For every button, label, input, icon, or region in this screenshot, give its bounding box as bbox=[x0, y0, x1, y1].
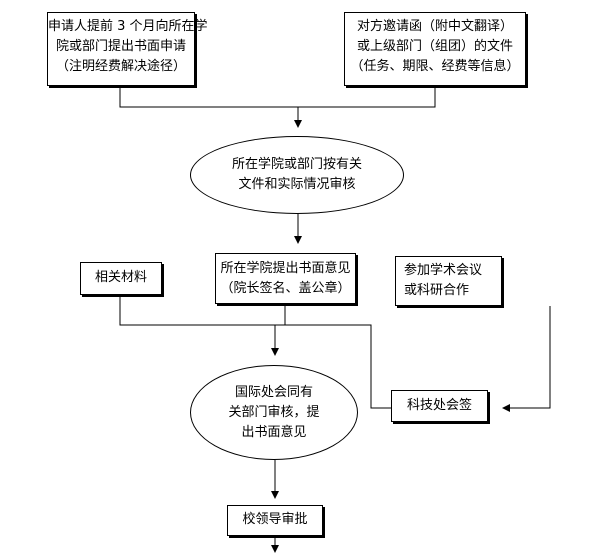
apply-box: 申请人提前 3 个月向所在学 院或部门提出书面申请 （注明经费解决途径） bbox=[47, 12, 208, 86]
review-oval: 所在学院或部门按有关 文件和实际情况审核 bbox=[190, 136, 404, 214]
invitation-line-3: （任务、期限、经费等信息） bbox=[350, 59, 520, 74]
connector-invitation bbox=[298, 86, 436, 108]
academic-line-1: 参加学术会议 bbox=[404, 263, 483, 278]
opinion-box: 所在学院提出书面意见 （院长签名、盖公章） bbox=[215, 253, 356, 304]
materials-line-1: 相关材料 bbox=[94, 270, 147, 285]
apply-line-1: 申请人提前 3 个月向所在学 bbox=[48, 19, 208, 34]
materials-box: 相关材料 bbox=[80, 262, 162, 295]
connector-apply bbox=[119, 86, 298, 108]
academic-box: 参加学术会议 或科研合作 bbox=[395, 256, 502, 306]
leader-box: 校领导审批 bbox=[227, 505, 323, 536]
intl-line-1: 国际处会同有 bbox=[234, 384, 313, 400]
intl-line-2: 关部门审核，提 bbox=[228, 404, 320, 420]
invitation-box: 对方邀请函（附中文翻译） 或上级部门（组团）的文件 （任务、期限、经费等信息） bbox=[344, 12, 526, 86]
opinion-line-2: （院长签名、盖公章） bbox=[220, 281, 351, 296]
scitech-line-1: 科技处会签 bbox=[406, 398, 472, 413]
intl-line-3: 出书面意见 bbox=[241, 424, 307, 440]
review-line-2: 文件和实际情况审核 bbox=[238, 177, 356, 192]
invitation-line-2: 或上级部门（组团）的文件 bbox=[356, 39, 513, 54]
intl-oval: 国际处会同有 关部门审核，提 出书面意见 bbox=[190, 365, 358, 460]
apply-line-2: 院或部门提出书面申请 bbox=[55, 39, 186, 54]
apply-line-3: （注明经费解决途径） bbox=[55, 59, 186, 74]
review-line-1: 所在学院或部门按有关 bbox=[231, 157, 362, 172]
leader-line-1: 校领导审批 bbox=[242, 512, 308, 527]
connector-opinion bbox=[275, 304, 286, 326]
invitation-line-1: 对方邀请函（附中文翻译） bbox=[356, 19, 513, 34]
connector-academic bbox=[502, 306, 551, 412]
scitech-box: 科技处会签 bbox=[391, 390, 488, 422]
opinion-line-1: 所在学院提出书面意见 bbox=[220, 261, 351, 276]
connector-to-scitech bbox=[285, 324, 391, 409]
connector-materials bbox=[119, 295, 275, 326]
academic-line-2: 或科研合作 bbox=[404, 283, 470, 298]
